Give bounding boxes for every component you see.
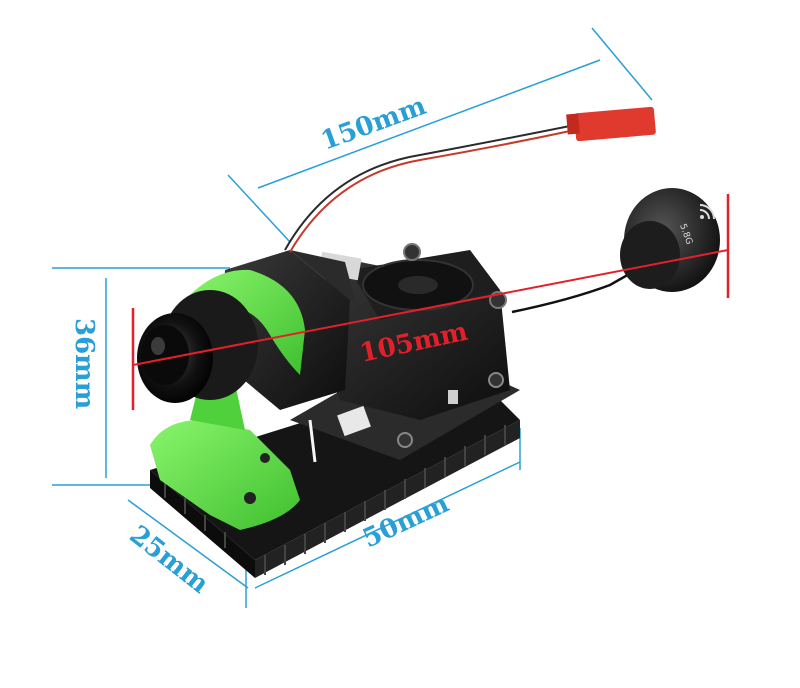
dimension-height: 36mm	[52, 267, 230, 486]
height-label: 36mm	[69, 318, 99, 409]
wifi-icon	[699, 204, 715, 220]
antenna: 5.8G	[620, 188, 720, 292]
power-cable	[284, 124, 576, 253]
cable-length-label: 150mm	[317, 91, 430, 157]
jst-connector	[566, 106, 656, 142]
cooling-fan	[350, 243, 507, 448]
antenna-wire	[511, 263, 646, 314]
camera-lens	[137, 290, 258, 403]
camera-module	[137, 250, 355, 530]
depth-label: 25mm	[124, 520, 214, 600]
